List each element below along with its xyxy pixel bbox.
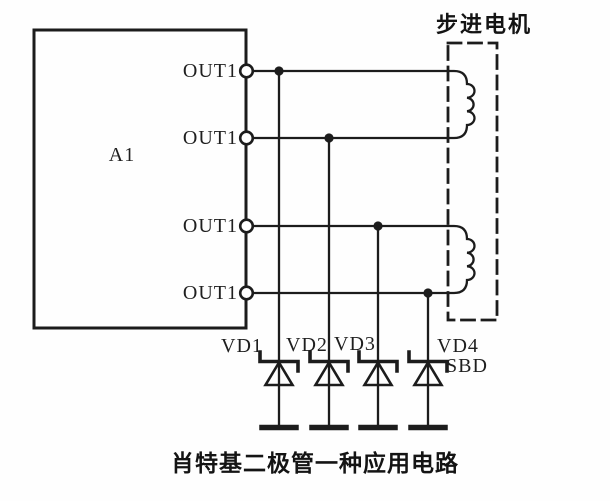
junction-dot [274, 66, 284, 76]
diode-anode-triangle [362, 359, 394, 387]
schottky-diode-vd3 [357, 350, 399, 431]
diode-anode-triangle [412, 359, 444, 387]
diode-label-vd3: VD3 [334, 333, 376, 355]
junction-dot [324, 133, 334, 143]
diode-label-vd4: VD4 [437, 335, 479, 357]
junction-dots [274, 66, 433, 298]
ic-box-outline [32, 28, 248, 330]
motor-winding-2 [251, 224, 476, 295]
junction-dot [423, 288, 433, 298]
ic-label: A1 [108, 144, 136, 166]
schottky-diode-vd4 [407, 350, 449, 431]
stepper-motor-label: 步进电机 [435, 12, 532, 37]
output-terminal-circle [238, 285, 255, 301]
diode-label-vd2: VD2 [286, 334, 328, 356]
diode-anode-triangle [313, 359, 345, 387]
output-terminal-circle [238, 63, 255, 79]
junction-dot [373, 221, 383, 231]
diode-branch-wires [277, 69, 430, 429]
figure-caption: 肖特基二极管一种应用电路 [171, 450, 459, 476]
output-label-2: OUT1 [182, 127, 238, 149]
output-label-4: OUT1 [182, 282, 238, 304]
diode-anode-triangle [263, 359, 295, 387]
output-terminals [238, 63, 255, 301]
stepper-motor-boundary [446, 41, 499, 322]
output-terminal-circle [238, 130, 255, 146]
output-label-1: OUT1 [182, 60, 238, 82]
schottky-diode-vd2 [308, 350, 350, 431]
diode-label-vd1: VD1 [221, 335, 263, 357]
schottky-diode-vd1 [258, 350, 300, 431]
motor-winding-1 [251, 69, 476, 140]
sbd-type-label: SBD [446, 355, 488, 377]
output-label-3: OUT1 [182, 215, 238, 237]
output-terminal-circle [238, 218, 255, 234]
